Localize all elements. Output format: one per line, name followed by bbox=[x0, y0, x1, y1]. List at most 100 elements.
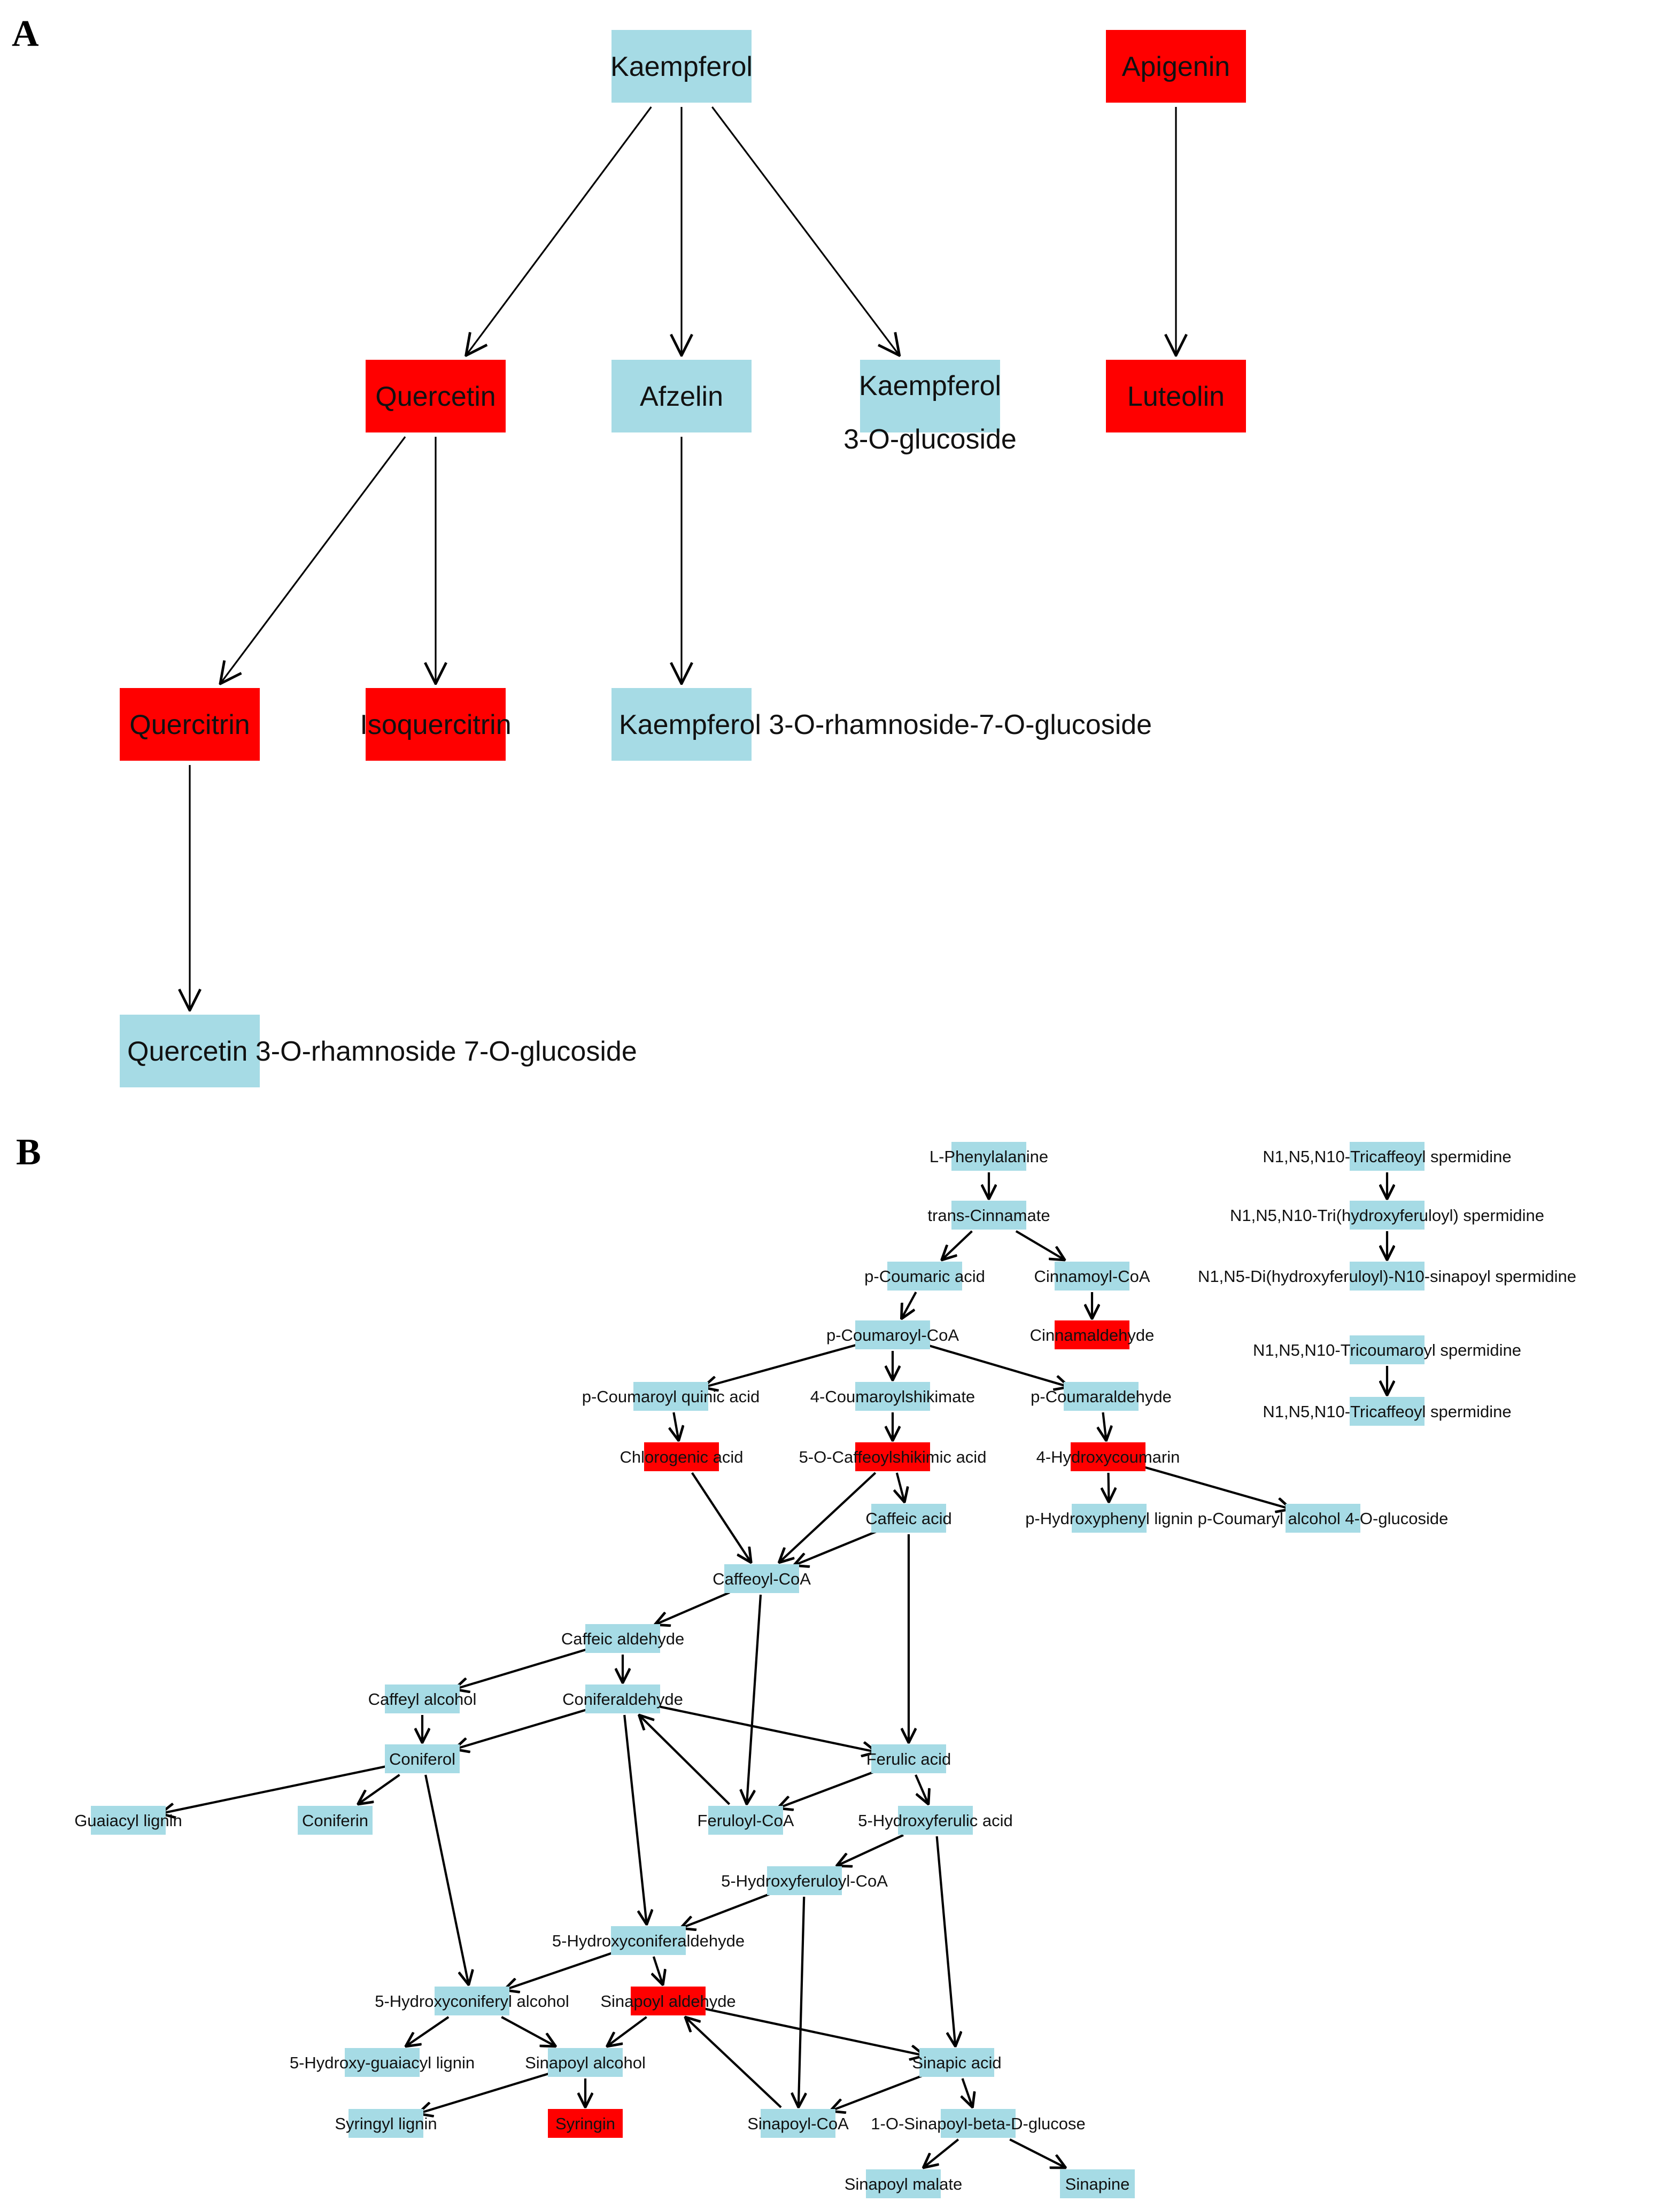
node-box bbox=[91, 1806, 166, 1835]
node-pcoum: p-Coumaric acid bbox=[864, 1262, 985, 1291]
edge-caffald-to-caffalc bbox=[454, 1647, 591, 1689]
node-5hcald: 5-Hydroxyconiferaldehyde bbox=[552, 1926, 745, 1955]
node-box bbox=[708, 1806, 783, 1835]
node-q3or7og: Quercetin 3-O-rhamnoside 7-O-glucoside bbox=[120, 1015, 637, 1087]
node-box bbox=[855, 1382, 930, 1411]
node-box bbox=[1350, 1201, 1424, 1230]
node-label: 4-Hydroxycoumarin bbox=[1036, 1448, 1180, 1466]
node-box bbox=[866, 2169, 941, 2198]
node-box bbox=[366, 360, 506, 432]
node-label: 5-Hydroxyconiferyl alcohol bbox=[375, 1992, 569, 2011]
node-label: Kaempferol 3-O-rhamnoside-7-O-glucoside bbox=[619, 709, 1152, 740]
node-tcin: trans-Cinnamate bbox=[927, 1201, 1050, 1230]
node-box bbox=[633, 1382, 708, 1411]
node-label: Sinapoyl aldehyde bbox=[600, 1992, 736, 2011]
node-syrl: Syringyl lignin bbox=[335, 2109, 437, 2138]
node-4hc: 4-Hydroxycoumarin bbox=[1036, 1442, 1180, 1471]
node-conald: Coniferaldehyde bbox=[562, 1684, 683, 1713]
node-box bbox=[761, 2109, 835, 2138]
node-label: Sinapoyl alcohol bbox=[525, 2053, 646, 2072]
node-label: Sinapoyl-CoA bbox=[747, 2114, 849, 2133]
node-sinalc: Sinapoyl alcohol bbox=[525, 2048, 646, 2077]
node-label: 1-O-Sinapoyl-beta-D-glucose bbox=[871, 2114, 1085, 2133]
edge-sinac-to-sincoa bbox=[830, 2074, 925, 2111]
node-box bbox=[1350, 1142, 1424, 1171]
node-5hfa: 5-Hydroxyferulic acid bbox=[858, 1806, 1013, 1835]
node-label: 5-Hydroxyferuloyl-CoA bbox=[721, 1872, 888, 1890]
node-box bbox=[644, 1442, 719, 1471]
node-dihf: N1,N5-Di(hydroxyferuloyl)-N10-sinapoyl s… bbox=[1198, 1262, 1576, 1291]
node-box bbox=[941, 2109, 1016, 2138]
edge-pcqa-to-chlor bbox=[673, 1412, 678, 1441]
edge-4hc-to-pca4g bbox=[1140, 1465, 1291, 1509]
node-box bbox=[548, 2048, 623, 2077]
node-box bbox=[1055, 1262, 1129, 1291]
node-pcoumcoa: p-Coumaroyl-CoA bbox=[826, 1320, 959, 1349]
node-label: Apigenin bbox=[1122, 51, 1230, 82]
node-label: Isoquercitrin bbox=[360, 709, 511, 740]
edge-conol-to-conif bbox=[358, 1774, 400, 1804]
node-caffald: Caffeic aldehyde bbox=[561, 1624, 684, 1653]
node-box bbox=[951, 1201, 1026, 1230]
node-label: Kaempferol bbox=[610, 51, 753, 82]
node-box bbox=[349, 2109, 423, 2138]
node-cinald: Cinnamaldehyde bbox=[1030, 1320, 1155, 1349]
node-box bbox=[1060, 2169, 1135, 2198]
node-sinac: Sinapic acid bbox=[912, 2048, 1002, 2077]
node-label: N1,N5,N10-Tricaffeoyl spermidine bbox=[1263, 1402, 1511, 1421]
edge-5hfa-to-5hfcoa bbox=[837, 1834, 904, 1866]
node-box bbox=[855, 1320, 930, 1349]
edge-conald-to-ferul bbox=[654, 1704, 877, 1752]
node-label: Caffeoyl-CoA bbox=[713, 1570, 811, 1588]
node-sinald: Sinapoyl aldehyde bbox=[600, 1987, 736, 2015]
edge-1osbg-to-sinmal bbox=[923, 2138, 959, 2168]
node-label: Coniferaldehyde bbox=[562, 1690, 683, 1709]
node-chlor: Chlorogenic acid bbox=[620, 1442, 743, 1471]
node-kaempferol: Kaempferol bbox=[610, 30, 753, 103]
node-label: Sinapoyl malate bbox=[845, 2175, 963, 2193]
node-box bbox=[855, 1442, 930, 1471]
edge-conol-to-5hcalc bbox=[424, 1774, 469, 1985]
node-box bbox=[345, 2048, 420, 2077]
node-label: 5-O-Caffeoylshikimic acid bbox=[799, 1448, 987, 1466]
edge-caffcoa-to-ferucoa bbox=[747, 1594, 762, 1804]
node-label: p-Coumaric acid bbox=[864, 1267, 985, 1286]
panel-b-edges bbox=[160, 1172, 1387, 2168]
edge-caffcoa-to-caffald bbox=[655, 1591, 730, 1625]
node-label: Quercitrin bbox=[129, 709, 250, 740]
edge-conol-to-guai bbox=[160, 1764, 391, 1814]
node-label: Sinapic acid bbox=[912, 2053, 1001, 2072]
node-pca4g: p-Coumaryl alcohol 4-O-glucoside bbox=[1198, 1504, 1448, 1533]
node-label: 3-O-glucoside bbox=[843, 424, 1017, 455]
node-label: Guaiacyl lignin bbox=[74, 1811, 182, 1830]
node-sinmal: Sinapoyl malate bbox=[845, 2169, 963, 2198]
node-label: Luteolin bbox=[1127, 381, 1225, 412]
panel-b-nodes: L-Phenylalaninetrans-Cinnamatep-Coumaric… bbox=[74, 1142, 1576, 2198]
node-sincoa: Sinapoyl-CoA bbox=[747, 2109, 849, 2138]
node-box bbox=[919, 2048, 994, 2077]
node-label: Quercetin 3-O-rhamnoside 7-O-glucoside bbox=[127, 1036, 637, 1067]
node-cincoa: Cinnamoyl-CoA bbox=[1034, 1262, 1150, 1291]
node-label: 5-Hydroxyconiferaldehyde bbox=[552, 1931, 745, 1950]
edge-tcin-to-cincoa bbox=[1015, 1230, 1065, 1260]
node-box bbox=[1106, 30, 1246, 103]
node-quercetin: Quercetin bbox=[366, 360, 506, 432]
edge-pcoumcoa-to-pcald bbox=[924, 1343, 1069, 1387]
node-box bbox=[120, 1015, 260, 1087]
node-trihf: N1,N5,N10-Tri(hydroxyferuloyl) spermidin… bbox=[1230, 1201, 1544, 1230]
edge-pcoumcoa-to-pcqa bbox=[703, 1342, 861, 1388]
node-box bbox=[860, 360, 1000, 432]
node-label: Cinnamaldehyde bbox=[1030, 1326, 1155, 1344]
node-box bbox=[611, 1926, 686, 1955]
node-label: Caffeic acid bbox=[865, 1509, 951, 1528]
node-box bbox=[611, 360, 752, 432]
node-5hfcoa: 5-Hydroxyferuloyl-CoA bbox=[721, 1866, 888, 1895]
node-label: N1,N5-Di(hydroxyferuloyl)-N10-sinapoyl s… bbox=[1198, 1267, 1576, 1286]
node-box bbox=[298, 1806, 373, 1835]
edge-pcoum-to-pcoumcoa bbox=[901, 1291, 917, 1319]
node-luteolin: Luteolin bbox=[1106, 360, 1246, 432]
node-box bbox=[1071, 1442, 1145, 1471]
